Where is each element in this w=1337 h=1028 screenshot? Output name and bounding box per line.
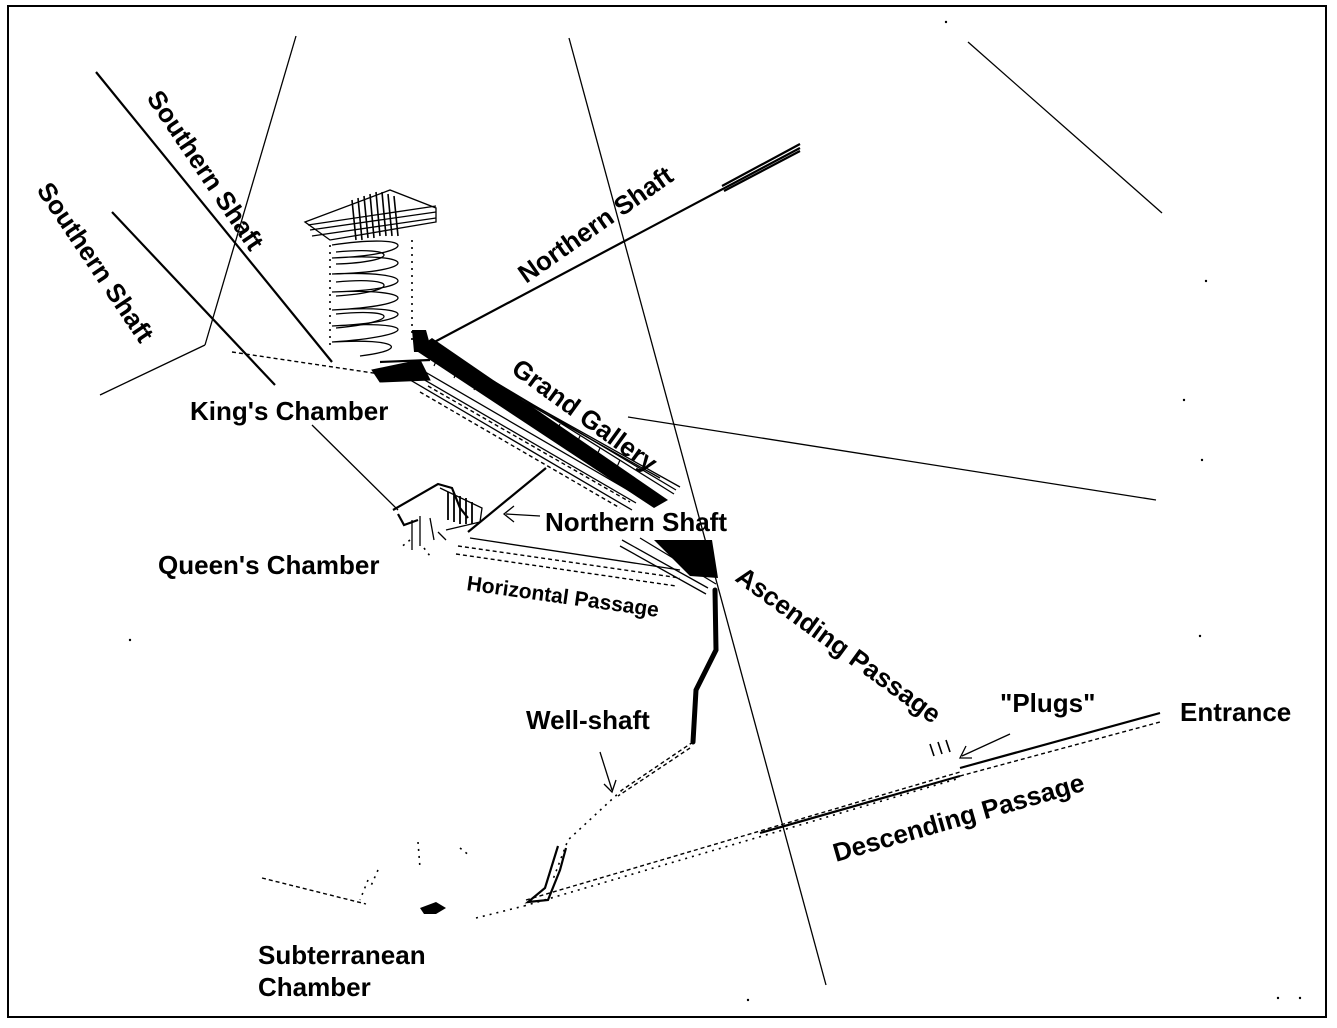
well-shaft-arrow [599, 751, 617, 794]
well-shaft-shape [524, 587, 719, 904]
subterranean-chamber-shape [261, 841, 525, 919]
label-southern-shaft-upper: Southern Shaft [141, 85, 270, 257]
label-southern-shaft-lower: Southern Shaft [31, 177, 160, 349]
horizontal-passage-shape [455, 537, 681, 587]
southern-shaft-upper [95, 71, 333, 363]
descending-passage-shape [523, 711, 1161, 907]
label-subterranean-line1: Subterranean [258, 940, 426, 970]
label-plugs: "Plugs" [1000, 688, 1095, 718]
kings-chamber-shape [231, 330, 432, 383]
northern-shaft-arrow [502, 505, 541, 523]
grand-gallery-shape [399, 338, 681, 511]
scatter-dots [128, 20, 1302, 1002]
label-well-shaft: Well-shaft [526, 705, 650, 735]
southern-shaft-lower [111, 211, 276, 386]
label-descending-passage: Descending Passage [829, 767, 1087, 868]
northern-shaft-upper [424, 143, 801, 348]
label-subterranean-line2: Chamber [258, 972, 371, 1002]
diagram-frame [7, 5, 1327, 1018]
label-queens-chamber: Queen's Chamber [158, 550, 379, 580]
ascending-passage-shape [619, 537, 718, 595]
plugs-marker [929, 733, 1011, 759]
label-ascending-passage: Ascending Passage [730, 561, 946, 730]
queens-chamber-shape [392, 482, 483, 557]
label-entrance: Entrance [1180, 697, 1291, 727]
relieving-chambers [303, 189, 437, 357]
label-northern-shaft-lower: Northern Shaft [545, 507, 727, 537]
label-kings-chamber: King's Chamber [190, 396, 388, 426]
northern-shaft-lower [467, 467, 547, 533]
